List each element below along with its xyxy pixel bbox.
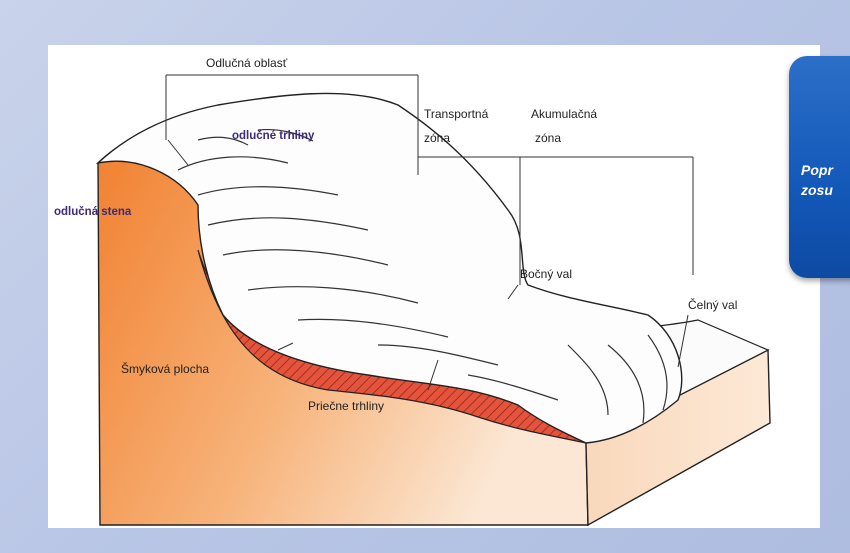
callout-box[interactable]: Popr zosu [789,56,850,278]
label-odlucna-oblast: Odlučná oblasť [206,56,288,70]
label-odlucna-stena: odlučná stena [54,206,132,218]
label-akumulacna: Akumulačná [531,107,597,121]
label-priecne-trhliny: Priečne trhliny [308,399,384,413]
label-transportna-zona: zóna [424,131,450,145]
label-odlucne-trhliny: odlučné trhliny [232,130,315,142]
label-celny-val: Čelný val [688,297,737,312]
callout-text-line-2: zosu [801,182,833,198]
callout-text-line-1: Popr [801,162,833,178]
diagram-frame: Odlučná oblasť Transportná zóna Akumulač… [48,45,820,528]
label-bocny-val: Bočný val [520,267,572,281]
landslide-diagram: Odlučná oblasť Transportná zóna Akumulač… [48,45,820,528]
label-smykova-plocha: Šmyková plocha [121,361,209,376]
label-transportna: Transportná [424,107,489,121]
label-akumulacna-zona: zóna [535,131,561,145]
